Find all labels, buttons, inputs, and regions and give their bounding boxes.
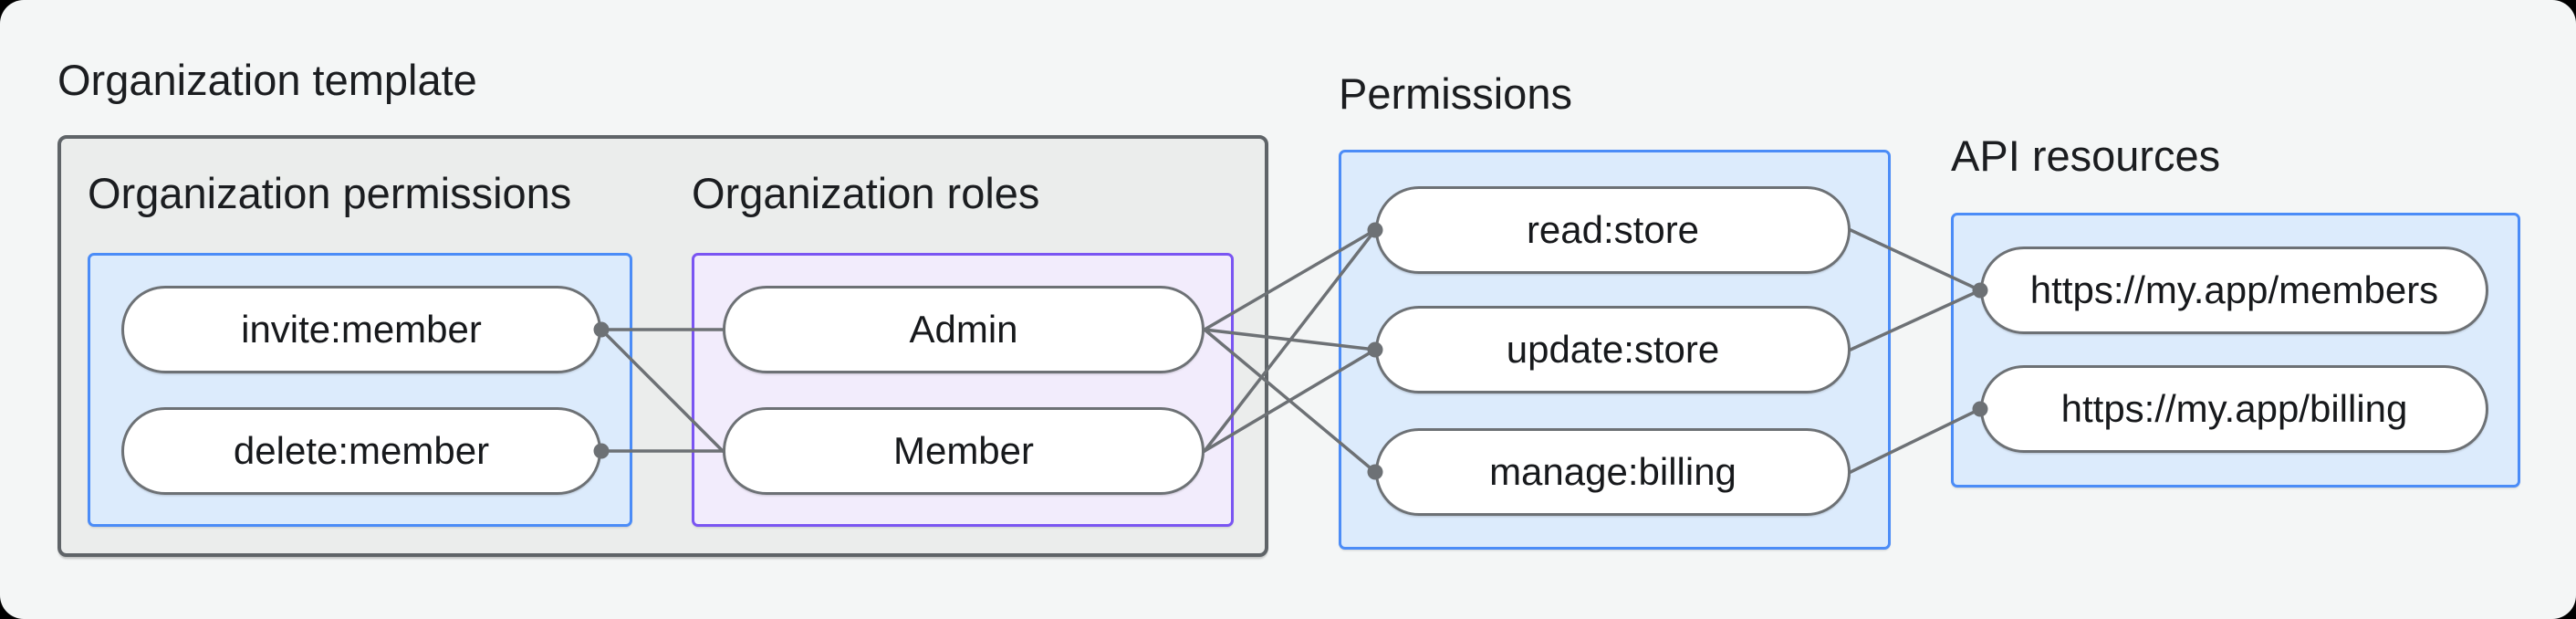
pill-update-store: update:store	[1375, 306, 1851, 393]
organization-permissions-label: Organization permissions	[88, 169, 572, 217]
pill-members-resource: https://my.app/members	[1980, 247, 2488, 334]
api-resources-label: API resources	[1951, 131, 2221, 180]
pill-admin-role: Admin	[723, 286, 1205, 373]
organization-roles-label: Organization roles	[692, 169, 1040, 217]
pill-billing-resource: https://my.app/billing	[1980, 365, 2488, 453]
permissions-label: Permissions	[1339, 69, 1572, 118]
pill-manage-billing: manage:billing	[1375, 428, 1851, 516]
pill-delete-member: delete:member	[121, 407, 601, 495]
pill-member-role: Member	[723, 407, 1205, 495]
organization-template-label: Organization template	[57, 56, 477, 104]
pill-invite-member: invite:member	[121, 286, 601, 373]
pill-read-store: read:store	[1375, 186, 1851, 274]
